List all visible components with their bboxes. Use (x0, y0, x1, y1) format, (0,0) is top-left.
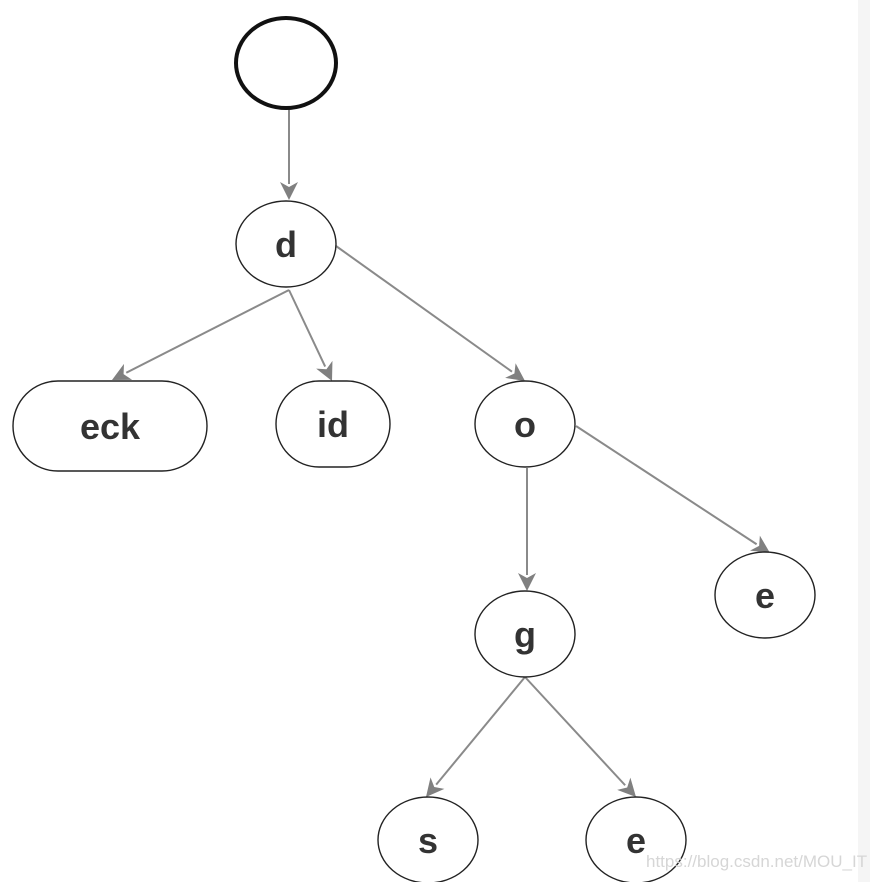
node-shape (12, 380, 208, 472)
node-n_o: o (474, 380, 576, 468)
node-root (234, 16, 338, 110)
node-n_e2: e (585, 796, 687, 882)
arrowhead-n_e2 (617, 777, 636, 797)
node-label: o (514, 404, 536, 445)
edges-layer (112, 108, 770, 797)
arrowhead-n_id (316, 360, 333, 381)
node-n_e1: e (714, 551, 816, 639)
node-label: d (275, 224, 297, 265)
scrollbar-strip (858, 0, 870, 882)
node-n_s: s (377, 796, 479, 882)
node-shape (377, 796, 479, 882)
watermark-text: https://blog.csdn.net/MOU_IT (646, 852, 868, 871)
node-shape (714, 551, 816, 639)
node-label: s (418, 820, 438, 861)
node-label: id (317, 404, 349, 445)
node-n_eck: eck (12, 380, 208, 472)
node-shape (474, 380, 576, 468)
nodes-layer: d eck id o g e s e (12, 16, 816, 882)
arrowhead-n_g (518, 573, 536, 591)
arrowhead-n_s (426, 777, 445, 797)
node-label: e (626, 820, 646, 861)
edge-n_d-to-n_id (288, 289, 327, 367)
arrowhead-n_d (280, 182, 298, 200)
edge-n_d-to-n_eck (125, 289, 290, 374)
arrowhead-n_eck (112, 363, 133, 380)
node-shape (235, 200, 337, 288)
node-shape (275, 380, 391, 468)
node-shape (585, 796, 687, 882)
node-shape (474, 590, 576, 678)
node-n_id: id (275, 380, 391, 468)
edge-n_o-to-n_e1 (575, 425, 758, 546)
edge-n_d-to-n_o (335, 245, 513, 373)
edge-n_g-to-n_s (435, 676, 526, 786)
node-label: e (755, 575, 775, 616)
arrowhead-n_o (505, 363, 525, 381)
node-label: eck (80, 406, 141, 447)
edge-n_g-to-n_e2 (524, 676, 626, 786)
node-n_d: d (235, 200, 337, 288)
arrowhead-n_e1 (750, 535, 770, 553)
node-n_g: g (474, 590, 576, 678)
node-label: g (514, 614, 536, 655)
root-shape (234, 16, 338, 110)
